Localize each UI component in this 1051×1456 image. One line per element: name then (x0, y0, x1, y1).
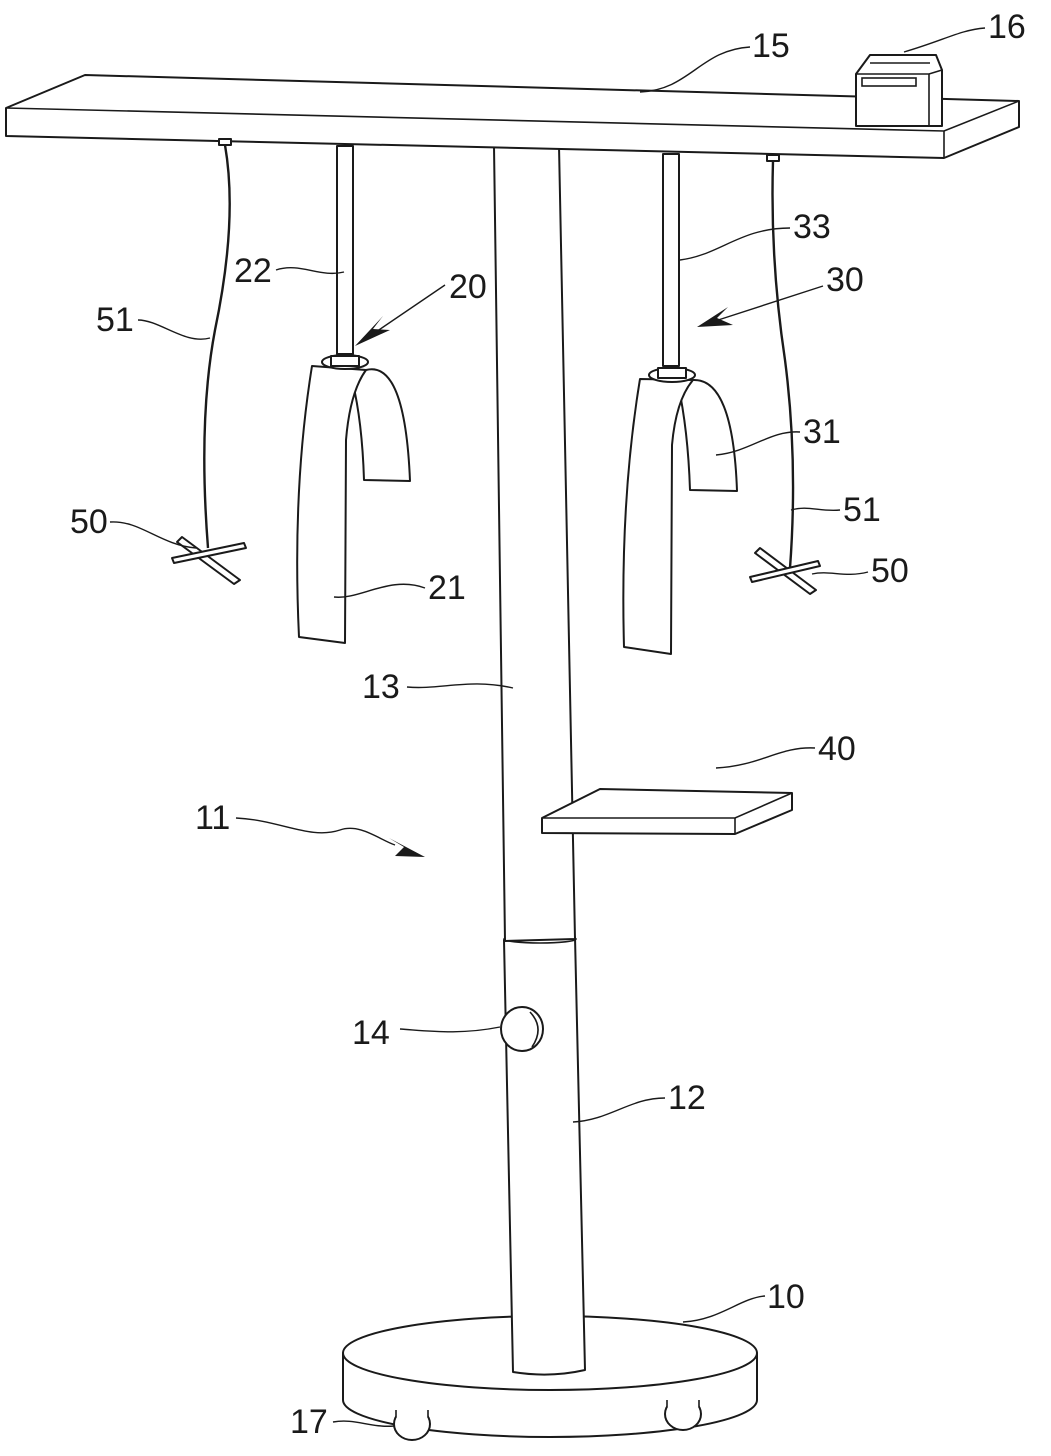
label-upper-tube: 13 (362, 668, 400, 706)
reference-numerals: 15 16 33 30 22 20 51 31 51 50 50 21 13 4… (70, 8, 1026, 1441)
label-right-rod: 33 (793, 208, 831, 246)
label-right-wire: 51 (843, 491, 881, 529)
arrow-indicators (355, 284, 824, 857)
caster (393, 1395, 702, 1441)
left-clip (171, 536, 247, 585)
label-lock-knob: 14 (352, 1014, 390, 1052)
right-hanger-arrow (697, 307, 733, 327)
label-left-rod: 22 (234, 252, 272, 290)
label-right-strap: 31 (803, 413, 841, 451)
right-hanger (622, 153, 738, 655)
label-right-clip: 50 (871, 552, 909, 590)
label-left-clip: 50 (70, 503, 108, 541)
leader-lines (109, 27, 986, 1427)
label-tray: 40 (818, 730, 856, 768)
label-stand: 11 (195, 799, 230, 837)
label-left-hanger: 20 (449, 268, 487, 306)
label-left-strap: 21 (428, 569, 466, 607)
control-box (855, 54, 943, 127)
right-clip (749, 547, 821, 595)
left-wire (203, 138, 232, 549)
label-lower-tube: 12 (668, 1079, 706, 1117)
stand-arrow (389, 838, 425, 857)
label-left-wire: 51 (96, 301, 134, 339)
label-crossbar: 15 (752, 27, 790, 65)
left-hanger (296, 145, 411, 644)
label-control-box: 16 (988, 8, 1026, 46)
tray (541, 788, 793, 835)
right-wire (766, 154, 795, 569)
left-hanger-arrow (355, 316, 390, 346)
label-caster: 17 (290, 1403, 328, 1441)
lower-tube (503, 934, 586, 1376)
label-right-hanger: 30 (826, 261, 864, 299)
label-base: 10 (767, 1278, 805, 1316)
lock-knob (500, 1006, 544, 1052)
crossbar (5, 74, 1020, 159)
